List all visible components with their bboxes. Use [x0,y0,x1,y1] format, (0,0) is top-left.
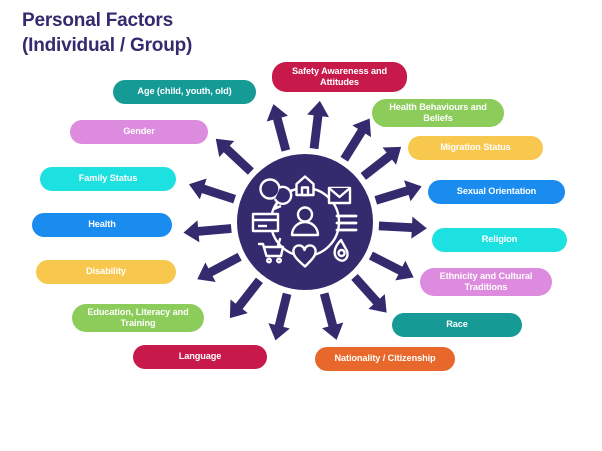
factor-label-race[interactable]: Race [392,313,522,337]
personal-factors-hub [237,154,373,290]
factor-label-migration-status[interactable]: Migration Status [408,136,543,160]
list-lines-icon [335,214,358,232]
arrow-to-religion [378,216,427,239]
person-icon [290,206,320,237]
heart-icon [292,244,317,268]
arrow-to-sexual-orientation [374,180,422,205]
factor-label-language[interactable]: Language [133,345,267,369]
location-pin-icon [333,238,349,262]
arrow-to-family-status [188,178,236,204]
arrow-to-education [229,277,263,319]
arrow-to-disability [197,252,242,282]
factor-label-health[interactable]: Health [32,213,172,237]
arrow-to-ethnicity [368,251,414,281]
arrow-to-health-behaviours [340,118,372,162]
arrow-to-language [268,292,292,341]
credit-card-icon [251,212,280,233]
factor-label-health-behaviours[interactable]: Health Behaviours and Beliefs [372,99,504,127]
arrow-to-safety-awareness [307,100,329,150]
shopping-cart-icon [257,237,285,264]
arrow-to-health [183,220,232,243]
factor-label-safety-awareness[interactable]: Safety Awareness and Attitudes [272,62,407,92]
arrow-to-race [351,274,387,313]
factor-label-ethnicity[interactable]: Ethnicity and Cultural Traditions [420,268,552,296]
factor-label-disability[interactable]: Disability [36,260,176,284]
house-icon [295,175,315,197]
page-title: Personal Factors (Individual / Group) [22,10,193,56]
factor-label-religion[interactable]: Religion [432,228,567,252]
arrow-to-gender [215,138,254,175]
arrow-to-nationality [319,292,344,340]
factor-label-education[interactable]: Education, Literacy and Training [72,304,204,332]
envelope-icon [327,186,352,205]
factor-label-family-status[interactable]: Family Status [40,167,176,191]
factor-label-nationality[interactable]: Nationality / Citizenship [315,347,455,371]
speech-bubbles-icon [259,178,293,211]
factor-label-sexual-orientation[interactable]: Sexual Orientation [428,180,565,204]
factor-label-age[interactable]: Age (child, youth, old) [113,80,256,104]
factor-label-gender[interactable]: Gender [70,120,208,144]
arrow-to-age [266,104,291,152]
arrow-to-migration-status [360,146,402,180]
